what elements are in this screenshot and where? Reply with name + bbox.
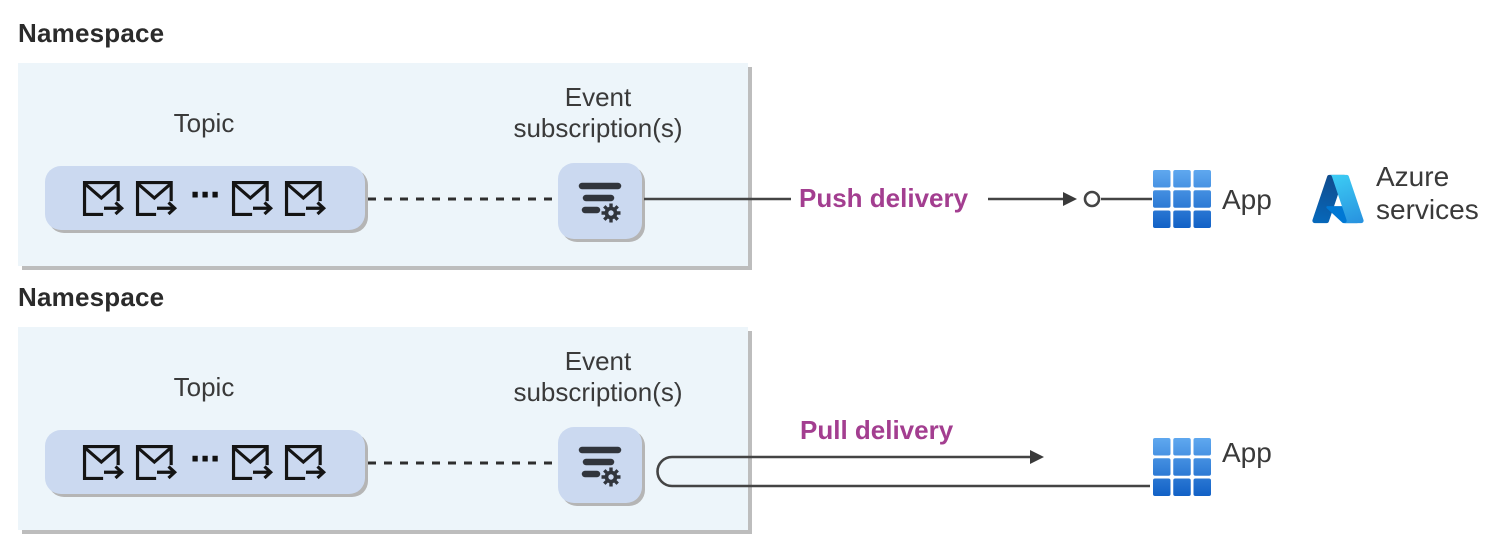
pull-arrowhead-icon (1030, 450, 1044, 464)
app-grid-icon (1153, 170, 1211, 228)
subscription-label-pull: Event subscription(s) (513, 346, 683, 407)
app-grid-icon (1153, 438, 1211, 496)
event-subscription-tile-pull (558, 427, 642, 503)
subscription-label-push: Event subscription(s) (513, 82, 683, 143)
envelope-event-icon (81, 179, 127, 218)
envelope-event-icon (230, 179, 276, 218)
namespace-label-push: Namespace (18, 18, 165, 48)
envelope-event-icon (134, 443, 180, 482)
topic-pill-push: ⋯ (45, 166, 365, 230)
app-label-pull: App (1222, 437, 1272, 468)
envelope-event-icon (81, 443, 127, 482)
ellipsis-dots: ⋯ (190, 443, 220, 476)
event-subscription-filter-icon (573, 174, 627, 228)
topic-label-pull: Topic (173, 372, 235, 402)
gear-icon (601, 203, 621, 223)
endpoint-circle-icon (1083, 190, 1101, 208)
envelope-event-icon (283, 443, 329, 482)
azure-logo-icon (1310, 171, 1366, 227)
envelope-event-icon (230, 443, 276, 482)
event-subscription-filter-icon (573, 438, 627, 492)
event-subscription-tile-push (558, 163, 642, 239)
push-delivery-label: Push delivery (799, 183, 969, 213)
app-label-push: App (1222, 184, 1272, 215)
ellipsis-dots: ⋯ (190, 179, 220, 212)
pull-delivery-label: Pull delivery (800, 415, 954, 445)
azure-services-label: Azure services (1376, 161, 1479, 225)
topic-label-push: Topic (173, 108, 235, 138)
topic-pill-pull: ⋯ (45, 430, 365, 494)
envelope-event-icon (283, 179, 329, 218)
gear-icon (601, 467, 621, 487)
envelope-event-icon (134, 179, 180, 218)
push-arrowhead-icon (1063, 192, 1077, 206)
namespace-label-pull: Namespace (18, 282, 165, 312)
